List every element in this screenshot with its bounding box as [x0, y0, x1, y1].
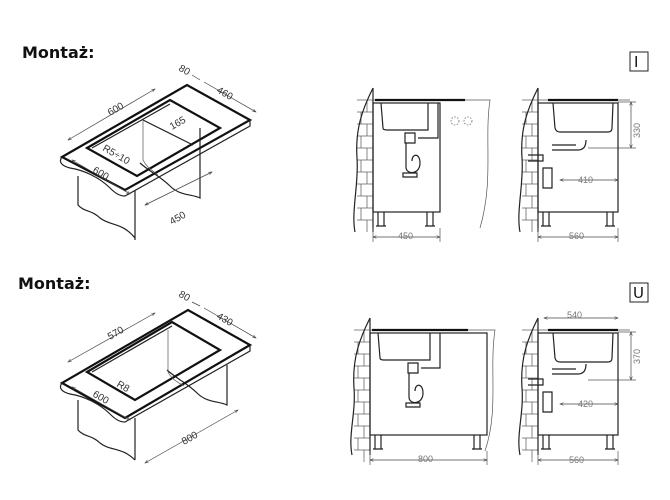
- siphon-trap: [405, 362, 424, 408]
- section-title: Montaż:: [18, 274, 90, 293]
- cabinet-outline: [77, 128, 201, 240]
- dim-cabinet-width: 800: [418, 454, 433, 464]
- dim-cabinet-depth: 560: [569, 455, 584, 465]
- dim-top-width: 540: [567, 310, 582, 320]
- cabinet-leg: [605, 212, 615, 227]
- front-view: 450: [353, 87, 491, 242]
- sink-basin: [552, 332, 614, 363]
- section-undermount: Montaż: 570 80 430 R8 600 800 800 540 37…: [18, 274, 649, 465]
- dimension-extension: [588, 331, 636, 381]
- countertop-edge: [59, 120, 251, 197]
- section-title: Montaż:: [22, 43, 94, 62]
- dim-height: 330: [632, 123, 642, 138]
- dim-length: 570: [106, 325, 126, 343]
- section-top-mount: Montaż: 600 80 460 165 R5÷10 600 450: [22, 43, 649, 242]
- type-badge-box: [629, 51, 649, 72]
- cabinet: [369, 332, 488, 436]
- fitting-circle: [450, 116, 460, 126]
- dim-cabinet-width: 450: [398, 231, 413, 241]
- side-view: 330 410 560: [518, 87, 642, 242]
- dimension-extension: [537, 451, 619, 465]
- dim-cabinet-depth: 560: [569, 231, 584, 241]
- countertop-edge: [59, 345, 251, 423]
- dim-depth: 460: [215, 85, 235, 103]
- cabinet-leg: [541, 435, 551, 450]
- type-badge-box: [629, 282, 649, 303]
- cabinet-leg: [376, 212, 386, 227]
- isometric-view: 600 80 460 165 R5÷10 600 450: [59, 63, 256, 240]
- dimension-extension: [537, 228, 619, 242]
- dim-radius: R8: [115, 379, 132, 395]
- sink-basin: [380, 102, 439, 139]
- dim-offset: 80: [177, 63, 193, 78]
- type-badge: I: [634, 53, 638, 71]
- wall-edge: [518, 87, 539, 233]
- cabinet: [372, 102, 441, 213]
- siphon-trap: [402, 132, 421, 178]
- dimension-extension: [369, 451, 488, 465]
- cutout-lip: [91, 325, 173, 373]
- dim-offset: 80: [177, 289, 193, 304]
- dim-drain-offset: 410: [578, 175, 593, 185]
- countertop-section: [370, 329, 496, 452]
- cabinet-leg: [373, 435, 383, 450]
- dimension-extension: [372, 228, 441, 242]
- type-badge: U: [633, 284, 644, 302]
- countertop: [59, 308, 253, 420]
- bowl-inner: [167, 330, 185, 387]
- fitting-circle: [463, 116, 473, 126]
- cabinet-leg: [472, 435, 482, 450]
- cabinet: [537, 332, 619, 436]
- drain-pipe: [528, 363, 587, 413]
- wall-edge: [350, 317, 371, 456]
- dim-cabinet: 800: [180, 430, 200, 448]
- cabinet-leg: [605, 435, 615, 450]
- side-view: 540 370 420 560: [518, 310, 642, 465]
- dim-cabinet: 450: [168, 210, 188, 228]
- drain-pipe: [528, 139, 587, 189]
- cabinet-leg: [541, 212, 551, 227]
- countertop-section: [373, 99, 491, 229]
- isometric-view: 570 80 430 R8 600 800: [59, 289, 256, 463]
- dim-height: 370: [632, 349, 642, 364]
- cabinet-outline: [77, 365, 228, 461]
- dim-length: 600: [106, 101, 126, 119]
- wall-edge: [353, 87, 374, 233]
- sink-basin: [552, 102, 614, 133]
- dim-drain-offset: 420: [578, 399, 593, 409]
- dimension-extension: [588, 101, 636, 149]
- dim-front-width: 600: [91, 389, 111, 407]
- dim-divider: 165: [168, 115, 188, 133]
- sink-basin: [377, 332, 441, 369]
- cabinet: [537, 102, 619, 213]
- front-view: 800: [350, 317, 496, 465]
- cabinet-leg: [425, 212, 435, 227]
- wall-edge: [518, 317, 539, 456]
